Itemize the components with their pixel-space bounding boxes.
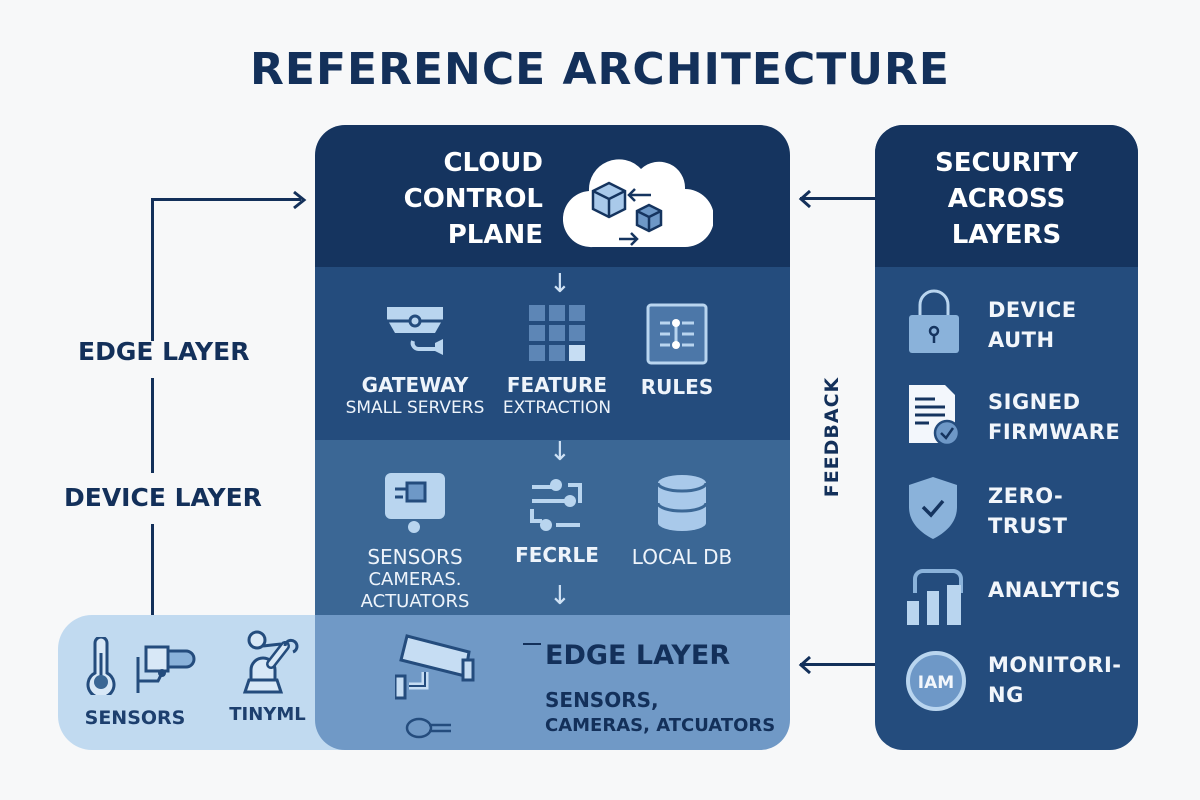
local-processing-band: [315, 440, 790, 615]
node-label: LOCAL DB: [631, 545, 733, 569]
title-line: SECURITY: [935, 148, 1078, 178]
security-item-device-auth: DEVICE AUTH: [905, 287, 1135, 357]
security-item-monitoring: IAM MONITORI- NG: [905, 650, 1135, 720]
edge-layer-label: EDGE LAYER: [78, 337, 250, 366]
signed-document-icon: [909, 385, 961, 447]
subtitle-line: CAMERAS, ATCUATORS: [545, 715, 776, 736]
grid-icon: [529, 305, 585, 361]
subtitle-line: SENSORS,: [545, 688, 659, 712]
device-layer-label: DEVICE LAYER: [64, 483, 262, 512]
security-item-analytics: ANALYTICS: [905, 565, 1135, 635]
node-sensors: SENSORS CAMERAS. ACTUATORS: [345, 471, 485, 613]
node-fecrle: FECRLE: [487, 475, 627, 567]
probe-icon: [405, 717, 451, 739]
label-line: MONITORI-: [988, 653, 1122, 677]
flow-nodes-icon: [530, 479, 582, 531]
security-item-label: ZERO- TRUST: [988, 481, 1068, 541]
edge-layer-subtitle: SENSORS, CAMERAS, ATCUATORS: [545, 687, 775, 739]
sensor-screen-icon: [385, 473, 445, 533]
security-item-label: ANALYTICS: [988, 575, 1121, 605]
edge-layer-title: EDGE LAYER: [545, 640, 731, 671]
bar-chart-icon: [907, 569, 963, 625]
label-line: SIGNED: [988, 390, 1081, 414]
arrow-left-icon: [798, 655, 811, 675]
node-label: FEATURE: [506, 373, 608, 397]
down-arrow-icon: ↓: [549, 581, 571, 611]
label-line: FIRMWARE: [988, 420, 1121, 444]
cloud-control-plane-title: CLOUD CONTROL PLANE: [365, 145, 543, 253]
title-line: PLANE: [447, 220, 543, 250]
title-line: ACROSS: [947, 184, 1066, 214]
iam-badge-icon: IAM: [906, 651, 966, 711]
security-item-signed-firmware: SIGNED FIRMWARE: [905, 383, 1135, 453]
padlock-icon: [909, 289, 959, 353]
cloud-with-cubes-icon: [563, 159, 713, 248]
thermometer-icon: [86, 637, 116, 695]
security-item-label: SIGNED FIRMWARE: [988, 387, 1120, 447]
connector-line: [151, 198, 154, 341]
label-line: NG: [988, 683, 1024, 707]
main-architecture-panel: CLOUD CONTROL PLANE ↓ ↓ ↓ GATEWAY SMALL …: [315, 125, 790, 750]
dash-mark: [523, 643, 541, 645]
device-label-tinyml: TINYML: [229, 704, 306, 725]
node-local-db: LOCAL DB: [627, 473, 737, 569]
node-rules: RULES: [627, 303, 727, 399]
gateway-icon: [387, 307, 443, 355]
label-line: DEVICE: [988, 298, 1077, 322]
node-label: GATEWAY: [361, 373, 469, 397]
security-item-label: MONITORI- NG: [988, 650, 1122, 710]
node-gateway: GATEWAY SMALL SERVERS: [345, 303, 485, 419]
device-item-tinyml: TINYML: [225, 630, 310, 725]
shield-check-icon: [909, 477, 957, 539]
security-panel: SECURITY ACROSS LAYERS DEVICE AUTH SIGNE…: [875, 125, 1138, 750]
title-line: CLOUD: [443, 148, 543, 178]
node-label: SENSORS: [367, 545, 463, 569]
label-line: ANALYTICS: [988, 578, 1121, 602]
security-panel-title: SECURITY ACROSS LAYERS: [875, 125, 1138, 267]
down-arrow-icon: ↓: [549, 437, 571, 467]
arrow-right-icon: [293, 190, 307, 210]
node-sublabel: CAMERAS.: [368, 569, 462, 590]
label-line: TRUST: [988, 514, 1068, 538]
iam-badge-text: IAM: [918, 673, 954, 693]
node-sublabel: ACTUATORS: [360, 591, 470, 612]
diagram-title: REFERENCE ARCHITECTURE: [250, 44, 950, 95]
node-label: RULES: [640, 375, 714, 399]
device-label-sensors: SENSORS: [84, 707, 186, 729]
label-line: AUTH: [988, 328, 1055, 352]
node-sublabel: EXTRACTION: [502, 398, 612, 418]
title-line: LAYERS: [951, 220, 1062, 250]
node-sublabel: SMALL SERVERS: [345, 398, 485, 418]
connector-line: [151, 524, 154, 615]
database-icon: [656, 475, 708, 531]
security-item-zero-trust: ZERO- TRUST: [905, 475, 1135, 545]
connector-line: [151, 378, 154, 473]
device-item-sensors: SENSORS: [80, 635, 200, 729]
title-line: CONTROL: [403, 184, 543, 214]
feedback-label: FEEDBACK: [821, 376, 843, 498]
cloud-control-plane-band: [315, 125, 790, 267]
connector-line: [151, 198, 301, 201]
down-arrow-icon: ↓: [549, 269, 571, 299]
arrow-left-icon: [798, 189, 811, 209]
robot-arm-icon: [242, 630, 298, 694]
node-label: FECRLE: [515, 543, 599, 567]
feedback-arrow-line: [800, 197, 875, 200]
security-camera-icon: [395, 634, 475, 700]
label-line: ZERO-: [988, 484, 1064, 508]
sliders-icon: [646, 303, 708, 365]
node-feature-extraction: FEATURE EXTRACTION: [487, 303, 627, 419]
feedback-arrow-line: [800, 663, 875, 666]
camera-icon: [136, 645, 196, 693]
security-item-label: DEVICE AUTH: [988, 295, 1077, 355]
